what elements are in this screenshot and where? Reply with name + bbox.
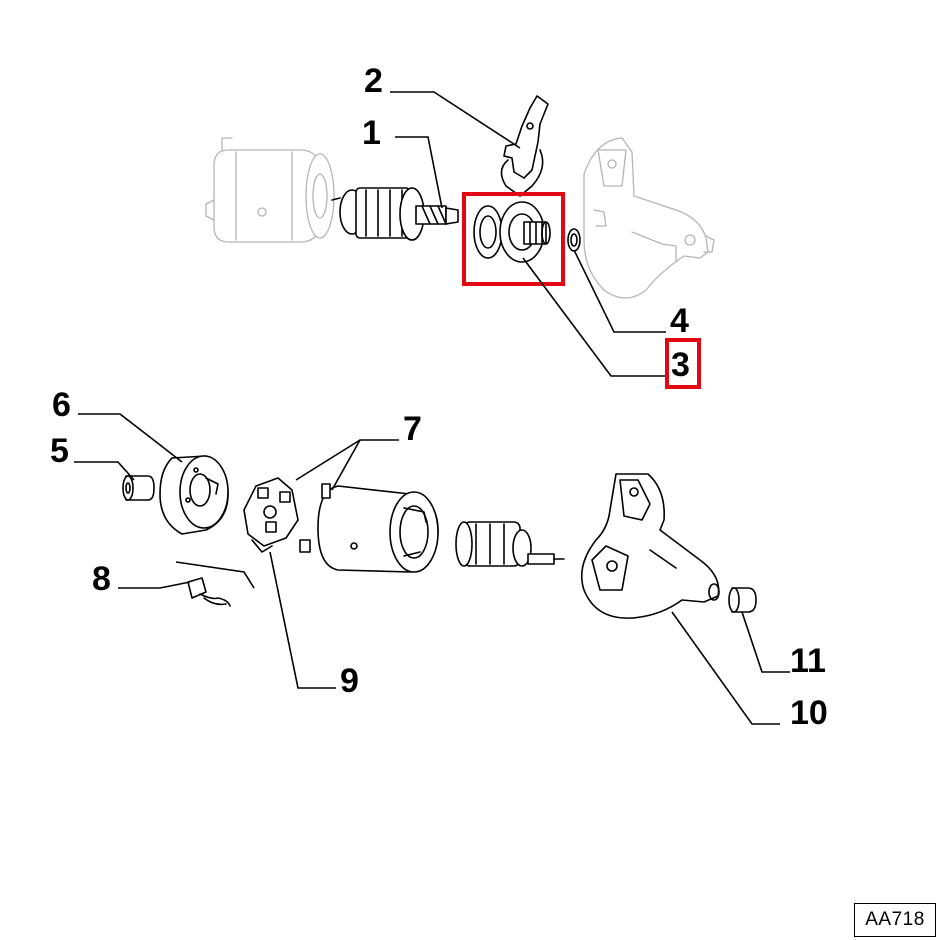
bush-part-5 [122, 475, 155, 501]
callout-10: 10 [790, 694, 828, 732]
drive-end-housing-part [580, 473, 720, 619]
field-housing-part [299, 483, 439, 573]
highlight-frame-part-3 [462, 192, 565, 286]
ghost-drive-end-bracket [583, 137, 715, 299]
leader-line-4 [573, 249, 666, 333]
leader-line-1 [395, 136, 443, 209]
shift-lever-part [500, 95, 549, 197]
lower-armature-part [455, 521, 565, 567]
bush-part-11 [728, 587, 757, 613]
armature-part [331, 187, 459, 241]
leader-line-7b [331, 439, 361, 491]
callout-3: 3 [671, 346, 690, 384]
leader-line-3 [522, 257, 666, 377]
callout-9: 9 [340, 662, 359, 700]
brush-part [187, 577, 231, 607]
callout-7: 7 [403, 410, 422, 448]
callout-4: 4 [670, 302, 689, 340]
callout-5: 5 [50, 432, 69, 470]
end-cap-part [159, 455, 229, 535]
leader-line-5 [74, 461, 135, 481]
leader-line-2 [390, 91, 521, 149]
leader-line-7a [295, 439, 399, 481]
brush-holder-part [243, 477, 299, 553]
reference-code-label: AA718 [854, 903, 936, 937]
washer-ring-part [567, 228, 581, 252]
highlight-frame-callout-3 [665, 338, 701, 389]
callout-2: 2 [364, 62, 383, 100]
leader-line-9 [269, 551, 336, 689]
upper-assembly [205, 91, 715, 377]
leader-line-11 [741, 611, 790, 673]
leader-line-6 [78, 413, 183, 463]
callout-8: 8 [92, 560, 111, 598]
leader-line-10 [671, 611, 780, 725]
callout-1: 1 [362, 114, 381, 152]
leader-line-8 [118, 581, 191, 589]
leader-line-9-wire [175, 561, 255, 589]
callout-11: 11 [790, 642, 826, 680]
pinion-drive-part [473, 201, 551, 263]
callout-6: 6 [52, 386, 71, 424]
ghost-solenoid-housing [205, 137, 335, 243]
lower-assembly [74, 413, 790, 725]
